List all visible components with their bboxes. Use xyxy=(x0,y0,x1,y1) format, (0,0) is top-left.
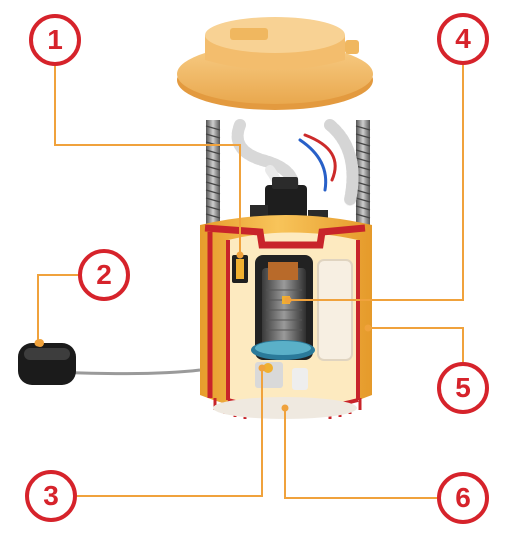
level-sensor-float xyxy=(18,339,201,385)
leader-line-2 xyxy=(37,274,80,343)
callout-6: 6 xyxy=(437,472,489,524)
callout-number: 4 xyxy=(455,23,471,54)
callout-number: 1 xyxy=(47,24,63,55)
mounting-flange xyxy=(177,17,373,110)
callout-3: 3 xyxy=(25,470,77,522)
callout-1: 1 xyxy=(29,14,81,66)
leader-line-1 xyxy=(54,66,241,255)
leader-lines xyxy=(37,65,464,499)
leader-line-3 xyxy=(77,368,263,497)
leader-line-6 xyxy=(284,408,437,499)
pump-motor xyxy=(251,255,315,360)
fuel-chamber xyxy=(317,259,353,361)
callout-4: 4 xyxy=(437,13,489,65)
leader-endpoints xyxy=(34,251,372,412)
leader-line-5 xyxy=(368,327,464,362)
leader-line-4 xyxy=(288,65,464,301)
guide-springs xyxy=(205,120,371,230)
callout-2: 2 xyxy=(78,249,130,301)
callout-number: 5 xyxy=(455,372,471,403)
callout-number: 6 xyxy=(455,482,471,513)
callout-number: 2 xyxy=(96,259,112,290)
callout-number: 3 xyxy=(43,480,59,511)
callout-5: 5 xyxy=(437,362,489,414)
pressure-regulator xyxy=(232,255,248,283)
